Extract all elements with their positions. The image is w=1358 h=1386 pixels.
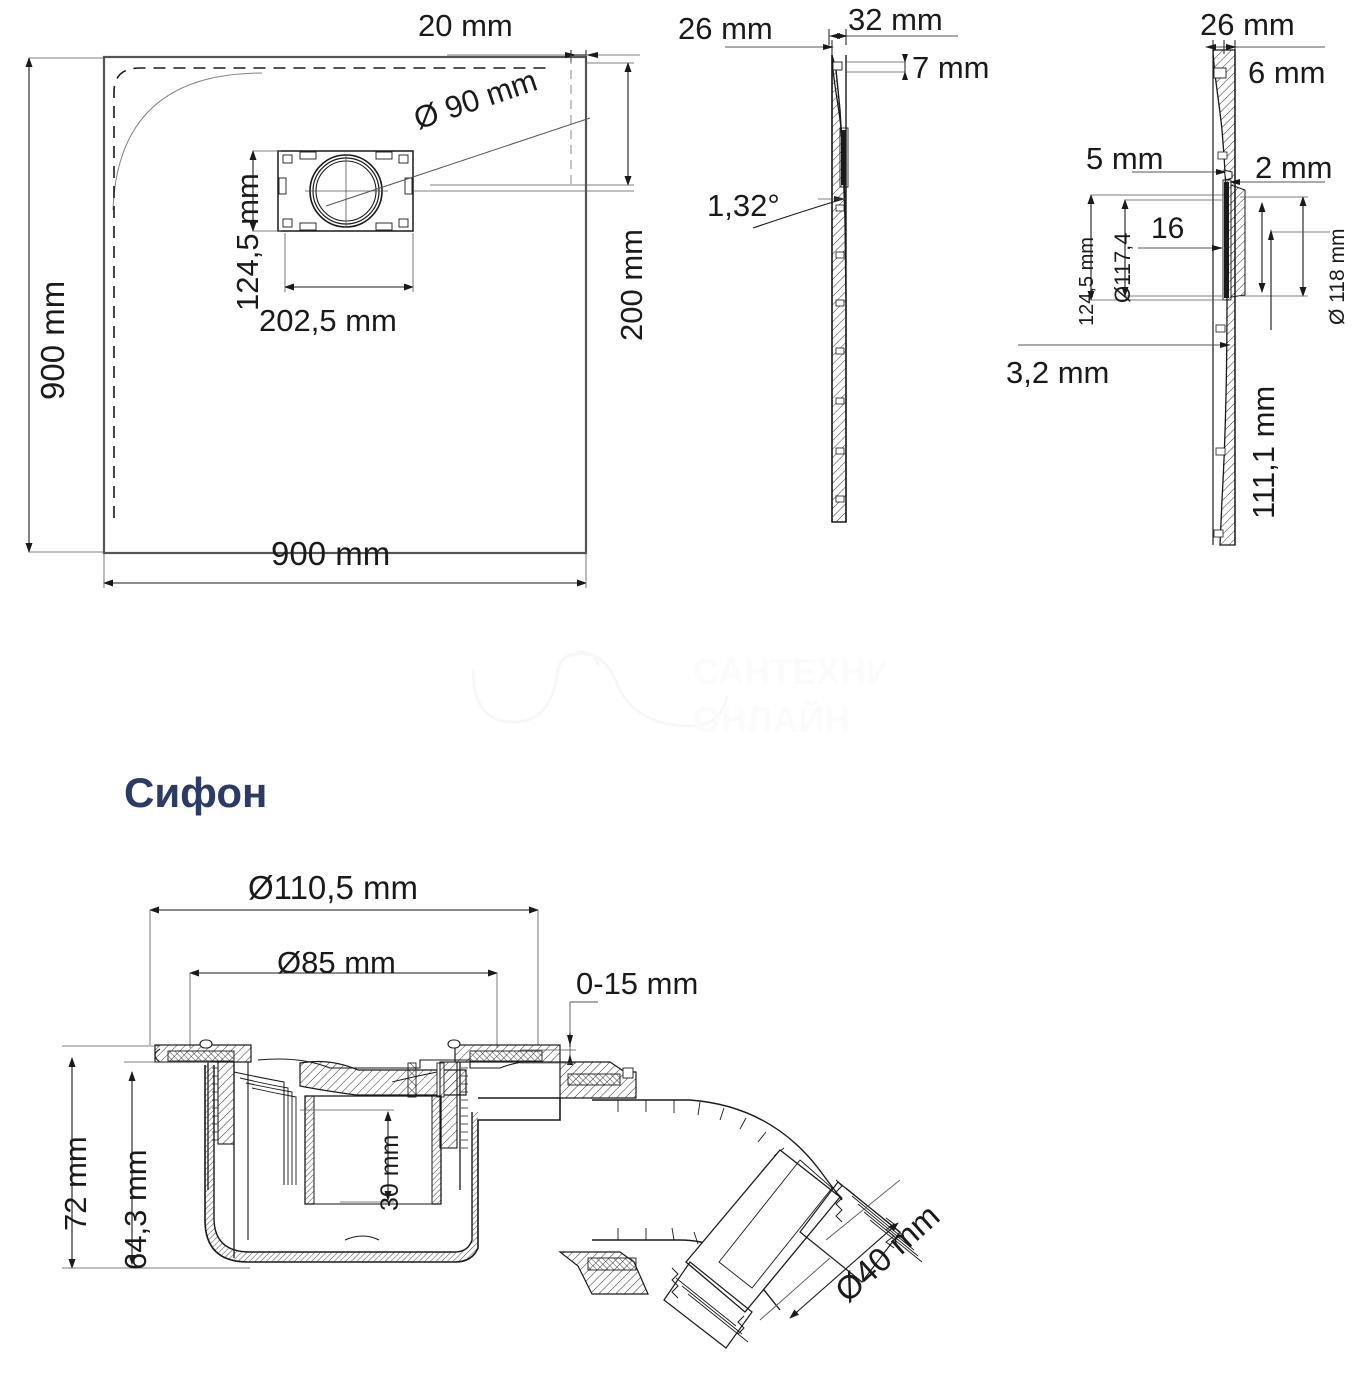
label-detail-16: 16 [1151, 212, 1185, 245]
label-detail-top-6: 6 mm [1248, 55, 1326, 90]
label-detail-111-1: 111,1 mm [1246, 385, 1281, 519]
dim-siphon-30 [300, 1109, 394, 1203]
siphon-right-collar [391, 1039, 561, 1190]
label-siphon-body-diameter: Ø85 mm [277, 945, 396, 980]
dim-detail-26 [1205, 40, 1325, 54]
dim-tray-edge-right [430, 62, 634, 186]
dim-detail-111-1 [1268, 229, 1330, 330]
label-side-left-thickness: 26 mm [678, 11, 773, 46]
dim-detail-5 [1132, 169, 1227, 175]
dim-drain-horizontal [284, 233, 414, 292]
dim-detail-2 [1229, 179, 1325, 185]
dim-drain-diameter [325, 117, 591, 207]
label-detail-118: Ø 118 mm [1326, 228, 1349, 325]
label-siphon-inner-height: 64,3 mm [118, 1149, 153, 1270]
label-side-angle: 1,32° [707, 188, 780, 223]
label-side-rim-detail: 7 mm [912, 50, 990, 85]
dim-detail-118 [1240, 196, 1308, 297]
dim-side-26 [725, 40, 834, 56]
label-drain-offset-horizontal: 202,5 mm [259, 303, 397, 338]
dim-siphon-110-5 [149, 906, 539, 1045]
tray-plan-view [25, 50, 640, 588]
label-detail-117-4: Ø117,4 [1110, 232, 1135, 303]
tray-corner-arc [112, 72, 263, 211]
dim-side-angle [752, 196, 846, 229]
dim-siphon-72 [62, 1045, 250, 1269]
dim-tray-width [103, 553, 587, 588]
dim-drain-vertical [249, 150, 281, 232]
dim-tray-height [25, 57, 104, 553]
siphon-title: Сифон [124, 769, 268, 816]
tray-detail-section [1018, 40, 1330, 546]
dim-side-32 [828, 29, 958, 45]
tray-rim-dashed [113, 67, 551, 518]
label-siphon-flange-diameter: Ø110,5 mm [248, 869, 418, 906]
label-siphon-total-height: 72 mm [58, 1136, 93, 1231]
label-detail-right-2: 2 mm [1255, 150, 1333, 185]
label-drain-offset-vertical: 124,5 mm [230, 173, 265, 311]
label-tray-edge-right: 200 mm [614, 229, 649, 341]
label-tray-width: 900 mm [271, 535, 391, 572]
label-detail-3-2: 3,2 mm [1006, 355, 1110, 390]
dim-detail-124-5 [1087, 194, 1224, 301]
dim-side-7 [845, 54, 908, 80]
siphon-section [62, 906, 923, 1349]
dim-detail-3-2 [1018, 342, 1231, 348]
label-siphon-water-seal: 30 mm [376, 1134, 404, 1211]
label-siphon-adjust-range: 0-15 mm [576, 966, 699, 1001]
label-detail-124-5: 124,5 mm [1076, 237, 1098, 326]
dim-siphon-0-15 [520, 1001, 598, 1065]
label-detail-left-5: 5 mm [1086, 141, 1164, 176]
dim-siphon-64-3 [124, 1061, 210, 1265]
tray-side-view [725, 29, 958, 523]
label-side-right-thickness: 32 mm [848, 2, 943, 37]
label-tray-edge-top: 20 mm [418, 8, 513, 43]
dim-detail-16 [1138, 245, 1223, 251]
dim-tray-edge-top [447, 50, 640, 190]
dim-siphon-85 [189, 969, 498, 1048]
tray-outline [102, 55, 588, 555]
dim-detail-117-4 [1121, 199, 1222, 297]
drain-plan-detail [277, 150, 414, 232]
dim-siphon-40 [759, 1179, 901, 1321]
siphon-left-collar [154, 1039, 252, 1190]
label-tray-height: 900 mm [34, 280, 71, 400]
label-detail-top-thickness: 26 mm [1200, 7, 1295, 42]
siphon-outlet-elbow [592, 1099, 923, 1349]
